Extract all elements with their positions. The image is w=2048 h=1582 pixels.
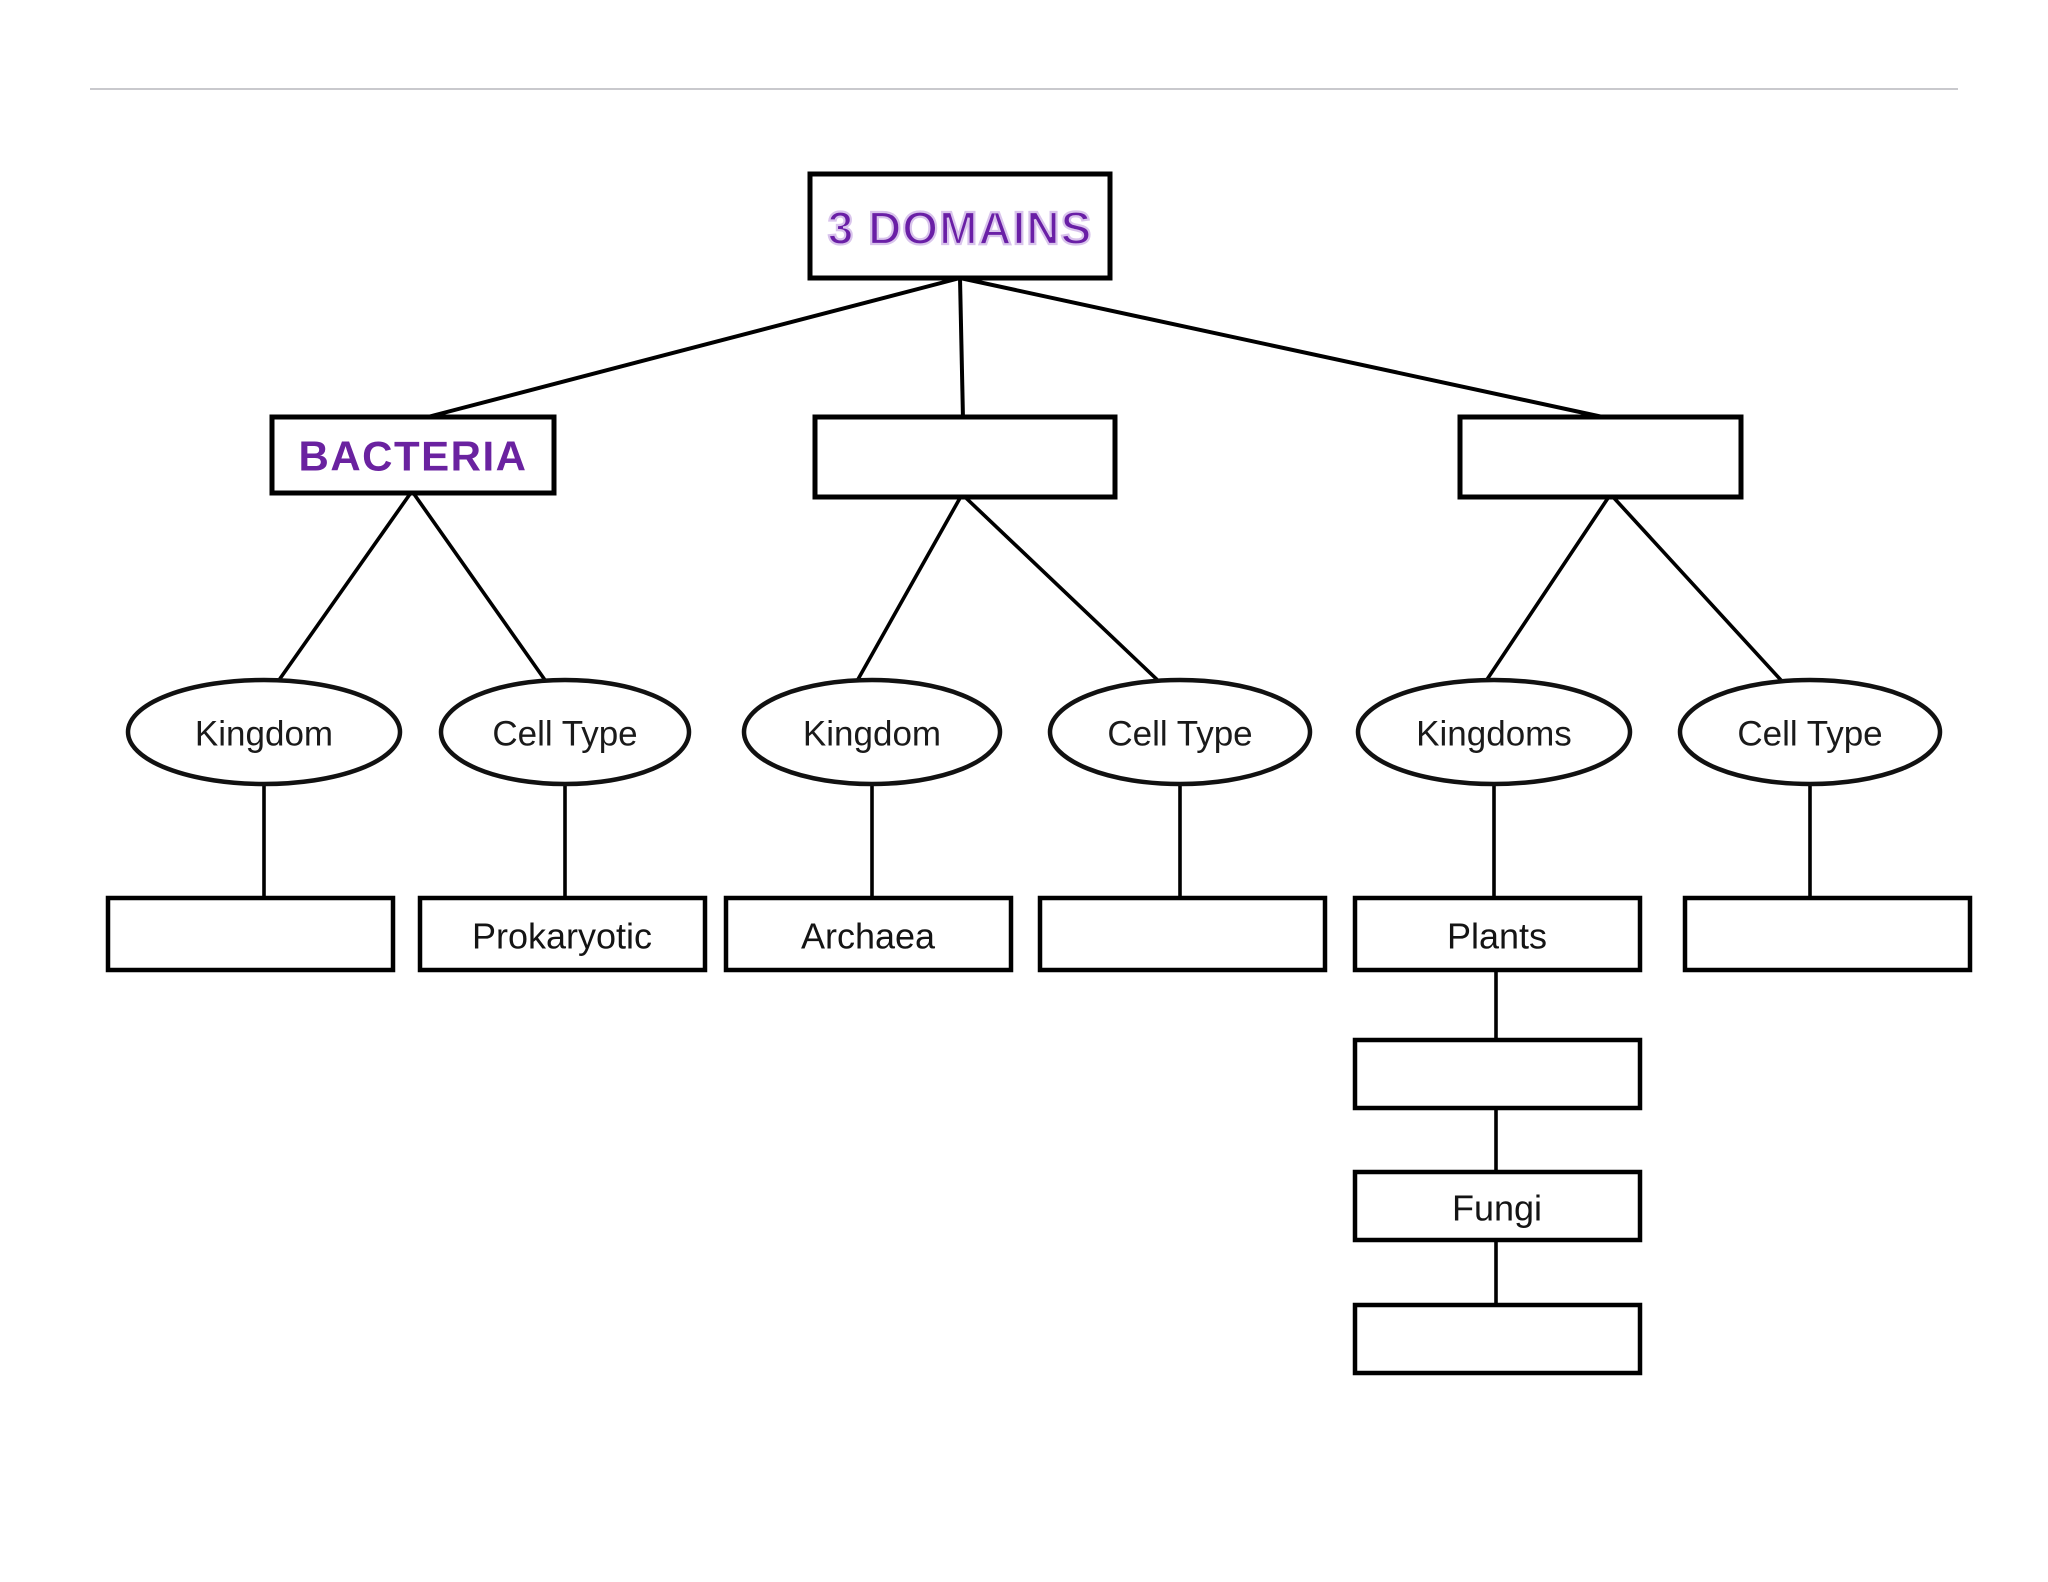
ans-5-label: Plants — [1447, 916, 1547, 957]
domain-bacteria-box[interactable] — [269, 414, 557, 496]
edge-bacteria-to-celltype — [412, 492, 554, 692]
edge-root-to-right — [959, 276, 1613, 421]
node-attribute-kingdoms-right[interactable]: Kingdoms — [1355, 677, 1633, 787]
attr-1-ellipse[interactable] — [125, 677, 403, 787]
node-answer-4-blank[interactable] — [1037, 895, 1328, 973]
domain-right-box[interactable] — [1457, 414, 1744, 500]
stack-2-label: Fungi — [1452, 1188, 1542, 1229]
node-attribute-kingdom-bacteria[interactable]: Kingdom — [125, 677, 403, 787]
stack-3-box[interactable] — [1352, 1302, 1643, 1376]
node-domain-bacteria[interactable]: BACTERIA — [269, 414, 557, 496]
attr-6-label: Cell Type — [1737, 715, 1882, 754]
node-answer-6-blank[interactable] — [1682, 895, 1973, 973]
stack-1-box[interactable] — [1352, 1037, 1643, 1111]
ans-3-label: Archaea — [801, 916, 936, 957]
attr-5-label: Kingdoms — [1416, 715, 1572, 754]
edge-middle-to-kingdom — [850, 497, 962, 691]
edge-group-attributes-to-answers — [262, 784, 1812, 900]
attr-6-ellipse[interactable] — [1677, 677, 1943, 787]
node-attribute-celltype-right[interactable]: Cell Type — [1677, 677, 1943, 787]
node-domain-middle-blank[interactable] — [812, 414, 1118, 500]
domain-middle-box[interactable] — [812, 414, 1118, 500]
edge-root-to-middle — [958, 277, 965, 420]
ans-3-box[interactable] — [723, 895, 1014, 973]
node-attribute-celltype-bacteria[interactable]: Cell Type — [438, 677, 692, 787]
attr-2-ellipse[interactable] — [438, 677, 692, 787]
ans-6-box[interactable] — [1682, 895, 1973, 973]
node-answer-2-prokaryotic[interactable]: Prokaryotic — [417, 895, 708, 973]
attr-3-ellipse[interactable] — [741, 677, 1003, 787]
ans-2-box[interactable] — [417, 895, 708, 973]
node-root-3-domains[interactable]: 3 DOMAINS 3 DOMAINS — [807, 171, 1113, 281]
attr-4-label: Cell Type — [1107, 715, 1252, 754]
node-answer-1-blank[interactable] — [105, 895, 396, 973]
edge-group-domains-to-attributes — [270, 492, 1792, 692]
edge-right-to-celltype — [1612, 496, 1792, 692]
root-label: 3 DOMAINS — [828, 202, 1093, 254]
edge-root-to-bacteria — [419, 276, 961, 421]
node-stack-2-fungi[interactable]: Fungi — [1352, 1169, 1643, 1243]
ans-2-label: Prokaryotic — [472, 916, 652, 957]
root-label-inline: 3 DOMAINS — [828, 202, 1093, 254]
root-box[interactable] — [807, 171, 1113, 281]
attr-1-label: Kingdom — [195, 715, 333, 754]
node-domain-right-blank[interactable] — [1457, 414, 1744, 500]
ans-4-box[interactable] — [1037, 895, 1328, 973]
attr-5-ellipse[interactable] — [1355, 677, 1633, 787]
attr-2-label: Cell Type — [492, 715, 637, 754]
edge-bacteria-to-kingdom — [270, 492, 412, 692]
node-answer-5-plants[interactable]: Plants — [1352, 895, 1643, 973]
stack-2-box[interactable] — [1352, 1169, 1643, 1243]
ans-5-box[interactable] — [1352, 895, 1643, 973]
node-attribute-kingdom-middle[interactable]: Kingdom — [741, 677, 1003, 787]
attr-4-ellipse[interactable] — [1047, 677, 1313, 787]
attr-3-label: Kingdom — [803, 715, 941, 754]
ans-1-box[interactable] — [105, 895, 396, 973]
node-stack-3-blank[interactable] — [1352, 1302, 1643, 1376]
edge-group-root-to-domains — [419, 276, 1613, 421]
edge-right-to-kingdoms — [1478, 497, 1610, 691]
domain-bacteria-label: BACTERIA — [299, 433, 528, 480]
node-answer-3-archaea[interactable]: Archaea — [723, 895, 1014, 973]
node-attribute-celltype-middle[interactable]: Cell Type — [1047, 677, 1313, 787]
edge-middle-to-celltype — [964, 496, 1170, 692]
node-stack-1-blank[interactable] — [1352, 1037, 1643, 1111]
header-divider-rule — [90, 88, 1958, 90]
